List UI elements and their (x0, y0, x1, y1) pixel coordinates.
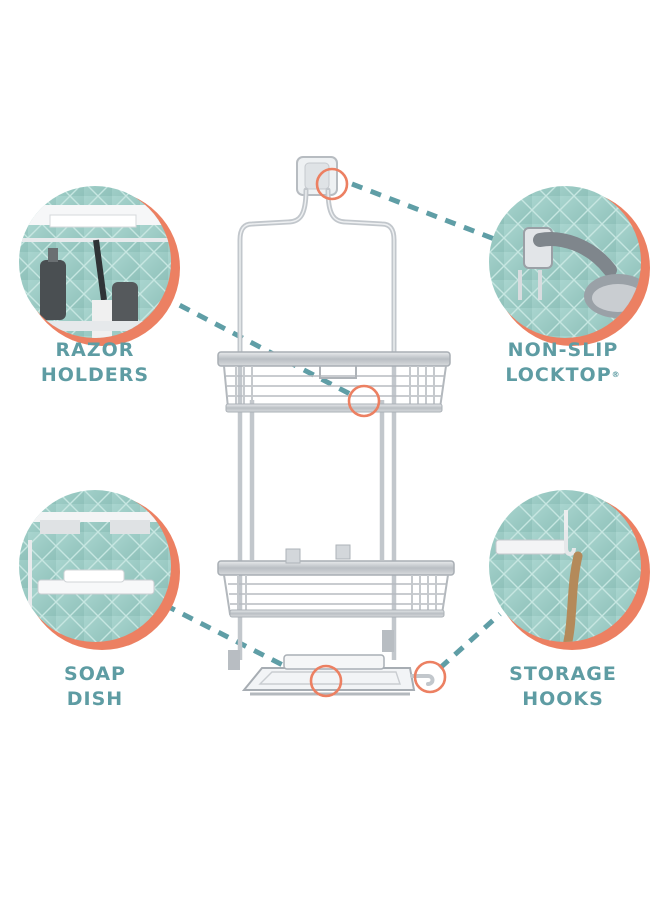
highlight-rings (309, 167, 447, 698)
detail-storage-hooks (489, 490, 650, 650)
soap-dish-tray (228, 630, 435, 696)
leader-hooks (438, 612, 502, 670)
shower-caddy (217, 156, 455, 698)
leader-lines (160, 181, 502, 683)
label-non-slip-locktop: NON-SLIP LOCKTOP® (463, 338, 660, 388)
label-storage-hooks: STORAGE HOOKS (463, 662, 660, 712)
label-hooks-line1: STORAGE (509, 663, 617, 685)
leader-razor (160, 293, 354, 398)
detail-locktop (489, 186, 650, 346)
middle-basket (217, 544, 455, 618)
label-soap-dish: SOAP DISH (0, 662, 195, 712)
hook-ring (413, 660, 447, 694)
soap-ring (309, 664, 343, 698)
registered-mark: ® (611, 370, 621, 379)
label-soap-line2: DISH (66, 688, 124, 710)
label-hooks-line2: HOOKS (522, 688, 604, 710)
label-soap-line1: SOAP (64, 663, 126, 685)
label-locktop-line2: LOCKTOP (505, 364, 612, 386)
label-locktop-line1: NON-SLIP (507, 339, 619, 361)
razor-ring (347, 384, 381, 418)
hanger-frame (237, 187, 397, 363)
detail-soap-dish (19, 490, 180, 650)
label-razor-holders: RAZOR HOLDERS (0, 338, 195, 388)
top-basket (217, 351, 451, 413)
label-razor-line2: HOLDERS (40, 364, 150, 386)
detail-razor-holders (19, 186, 180, 346)
label-razor-line1: RAZOR (55, 339, 135, 361)
locktop-ring (315, 167, 349, 201)
leader-locktop (351, 181, 498, 243)
